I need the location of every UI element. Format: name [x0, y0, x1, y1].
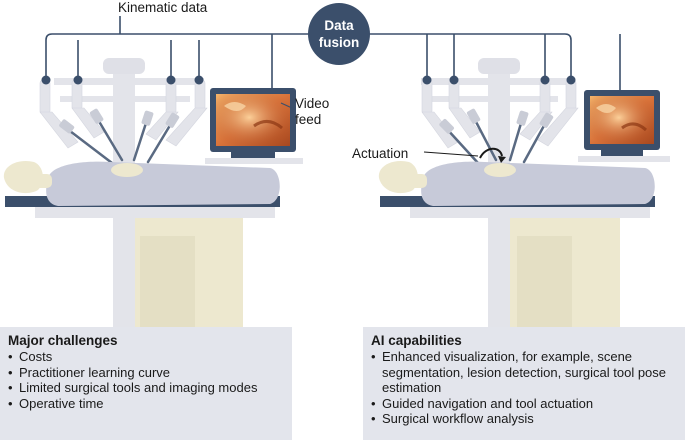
video-feed-label-line1: Video: [295, 96, 329, 111]
left-scene: [3, 58, 303, 352]
major-challenges-list: Costs Practitioner learning curve Limite…: [8, 349, 284, 411]
right-scene: [378, 58, 670, 352]
major-challenges-panel: Major challenges Costs Practitioner lear…: [0, 327, 292, 440]
data-fusion-node: Data fusion: [308, 3, 370, 65]
list-item: Guided navigation and tool actuation: [371, 396, 677, 412]
data-fusion-label-line1: Data: [324, 18, 354, 33]
kinematic-data-label: Kinematic data: [118, 0, 208, 15]
list-item: Surgical workflow analysis: [371, 411, 677, 427]
list-item: Enhanced visualization, for example, sce…: [371, 349, 677, 395]
actuation-label: Actuation: [352, 146, 408, 161]
major-challenges-title: Major challenges: [8, 333, 118, 348]
video-monitor-left: [205, 88, 303, 164]
list-item: Limited surgical tools and imaging modes: [8, 380, 284, 396]
actuation-arrow: [479, 147, 506, 163]
ai-capabilities-panel: AI capabilities Enhanced visualization, …: [363, 327, 685, 440]
patient-left: [3, 160, 280, 218]
data-fusion-label-line2: fusion: [319, 35, 360, 50]
list-item: Operative time: [8, 396, 284, 412]
video-feed-label-line2: feed: [295, 112, 321, 127]
patient-right: [378, 160, 655, 218]
ai-capabilities-list: Enhanced visualization, for example, sce…: [371, 349, 677, 426]
ai-capabilities-title: AI capabilities: [371, 333, 462, 348]
video-monitor-right: [578, 90, 670, 162]
list-item: Practitioner learning curve: [8, 365, 284, 381]
list-item: Costs: [8, 349, 284, 365]
kinematic-connections: [45, 16, 621, 90]
